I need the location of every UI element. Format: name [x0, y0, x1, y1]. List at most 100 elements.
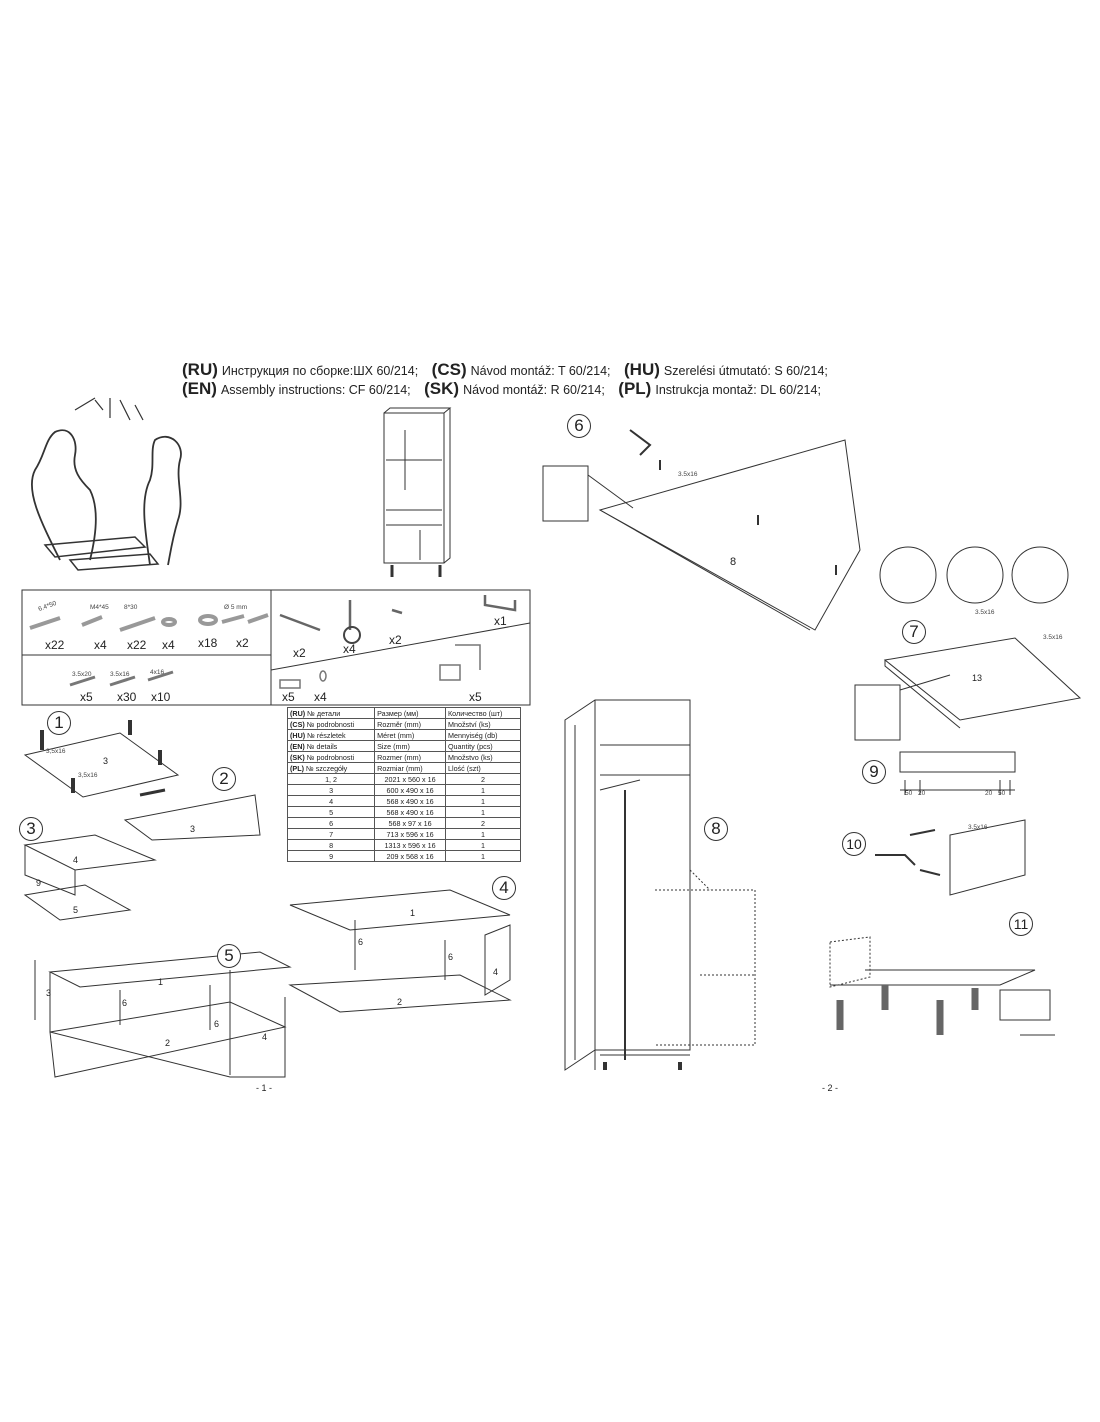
- size-header: Rozmer (mm): [374, 751, 446, 763]
- part-label: 4: [493, 967, 499, 977]
- header-label: № részletek: [307, 730, 346, 740]
- title-line-1: (RU)Инструкция по сборке:ШХ 60/214; (CS)…: [182, 360, 828, 380]
- part-label: 3: [190, 824, 196, 834]
- part-label: 13: [972, 673, 983, 683]
- step-number: 7: [902, 620, 926, 644]
- page-number-left: - 1 -: [256, 1083, 273, 1093]
- hardware-box: [21, 589, 531, 706]
- screw-qty: x30: [117, 690, 137, 704]
- part-number-header: (CS) № podrobnosti: [286, 718, 376, 730]
- step-number: 8: [704, 817, 728, 841]
- lang-code: (PL): [290, 763, 304, 773]
- quantity-header: Mennyiség (db): [444, 729, 522, 741]
- title-line-2: (EN)Assembly instructions: CF 60/214; (S…: [182, 379, 821, 399]
- tall-cabinet-overview: [383, 407, 452, 577]
- step-number: 3: [19, 817, 43, 841]
- lang-code: (RU): [182, 360, 218, 379]
- quantity-header: Количество (шт): [444, 707, 522, 719]
- step-6-drawing: [542, 429, 861, 631]
- fastener-qty: x22: [45, 638, 65, 652]
- lang-code: (SK): [424, 379, 460, 398]
- step-2-drawing: [123, 788, 261, 841]
- dimension-label: 20: [918, 790, 926, 797]
- fastener-size: 8*30: [124, 604, 138, 611]
- step-5-drawing: [34, 951, 292, 1078]
- screw-qty: x5: [80, 690, 93, 704]
- quantity-cell: 1: [444, 828, 522, 840]
- lang-code: (CS): [290, 719, 305, 729]
- part-number-cell: 4: [286, 795, 376, 807]
- step-number: 9: [862, 760, 886, 784]
- part-label: 5: [73, 905, 79, 915]
- clip-qty: x2: [389, 633, 402, 647]
- header-label: № podrobnosti: [306, 719, 355, 729]
- size-header: Méret (mm): [374, 729, 446, 741]
- quantity-header: Množstvo (ks): [444, 751, 522, 763]
- part-label: 8: [730, 556, 737, 568]
- part-number-cell: 9: [286, 850, 376, 862]
- quantity-cell: 2: [444, 817, 522, 829]
- page-number-right: - 2 -: [822, 1083, 839, 1093]
- dimension-label: 50: [998, 790, 1006, 797]
- screw-label: 3.5x16: [968, 824, 988, 831]
- part-label: 6: [214, 1019, 220, 1029]
- part-number-cell: 7: [286, 828, 376, 840]
- part-number-cell: 3: [286, 784, 376, 796]
- two-people-illustration: [31, 429, 182, 571]
- part-label: 1: [410, 908, 416, 918]
- title-text: Assembly instructions: CF 60/214;: [220, 383, 411, 397]
- part-label: 2: [397, 997, 403, 1007]
- lang-code: (HU): [624, 360, 660, 379]
- header-label: № podrobnosti: [306, 752, 355, 762]
- screw-label: 3.5x16: [975, 609, 995, 616]
- part-number-cell: 5: [286, 806, 376, 818]
- size-cell: 2021 x 560 x 16: [374, 773, 446, 785]
- tools-icon: [74, 397, 144, 421]
- quantity-cell: 1: [444, 839, 522, 851]
- size-cell: 1313 x 596 x 16: [374, 839, 446, 851]
- title-text: Szerelési útmutató: S 60/214;: [663, 364, 828, 378]
- part-label: 1: [158, 977, 164, 987]
- fastener-qty: x4: [162, 638, 175, 652]
- step-number: 5: [217, 944, 241, 968]
- quantity-header: Množství (ks): [444, 718, 522, 730]
- part-label: 9: [36, 878, 42, 888]
- step-10-drawing: [875, 819, 1026, 896]
- size-header: Size (mm): [374, 740, 446, 752]
- screw-label: 3.5x16: [678, 471, 698, 478]
- part-number-header: (RU) № детали: [286, 707, 376, 719]
- quantity-cell: 1: [444, 795, 522, 807]
- cap-qty: x4: [314, 690, 327, 704]
- step-number: 10: [842, 832, 866, 856]
- title-text: Инструкция по сборке:ШХ 60/214;: [221, 364, 419, 378]
- step-8-drawing: [564, 699, 756, 1071]
- size-cell: 600 x 490 x 16: [374, 784, 446, 796]
- part-number-header: (HU) № részletek: [286, 729, 376, 741]
- size-cell: 568 x 490 x 16: [374, 795, 446, 807]
- lang-code: (EN): [182, 379, 217, 398]
- screw-size: 3.5x20: [72, 671, 92, 678]
- lang-code: (EN): [290, 741, 305, 751]
- lang-code: (RU): [290, 708, 306, 718]
- quantity-cell: 1: [444, 806, 522, 818]
- lang-code: (PL): [618, 379, 652, 398]
- step-9-drawing: [899, 751, 1016, 795]
- step-3-drawing: [23, 834, 157, 921]
- hinge-qty: x5: [469, 690, 482, 704]
- screw-label: 3.5x16: [1043, 634, 1063, 641]
- part-number-header: (SK) № podrobnosti: [286, 751, 376, 763]
- part-label: 6: [358, 937, 364, 947]
- size-header: Rozmiar (mm): [374, 762, 446, 774]
- step-4-drawing: [288, 889, 512, 1013]
- size-cell: 568 x 97 x 16: [374, 817, 446, 829]
- step-number: 2: [212, 767, 236, 791]
- dimension-label: 50: [905, 790, 913, 797]
- step-number: 6: [567, 414, 591, 438]
